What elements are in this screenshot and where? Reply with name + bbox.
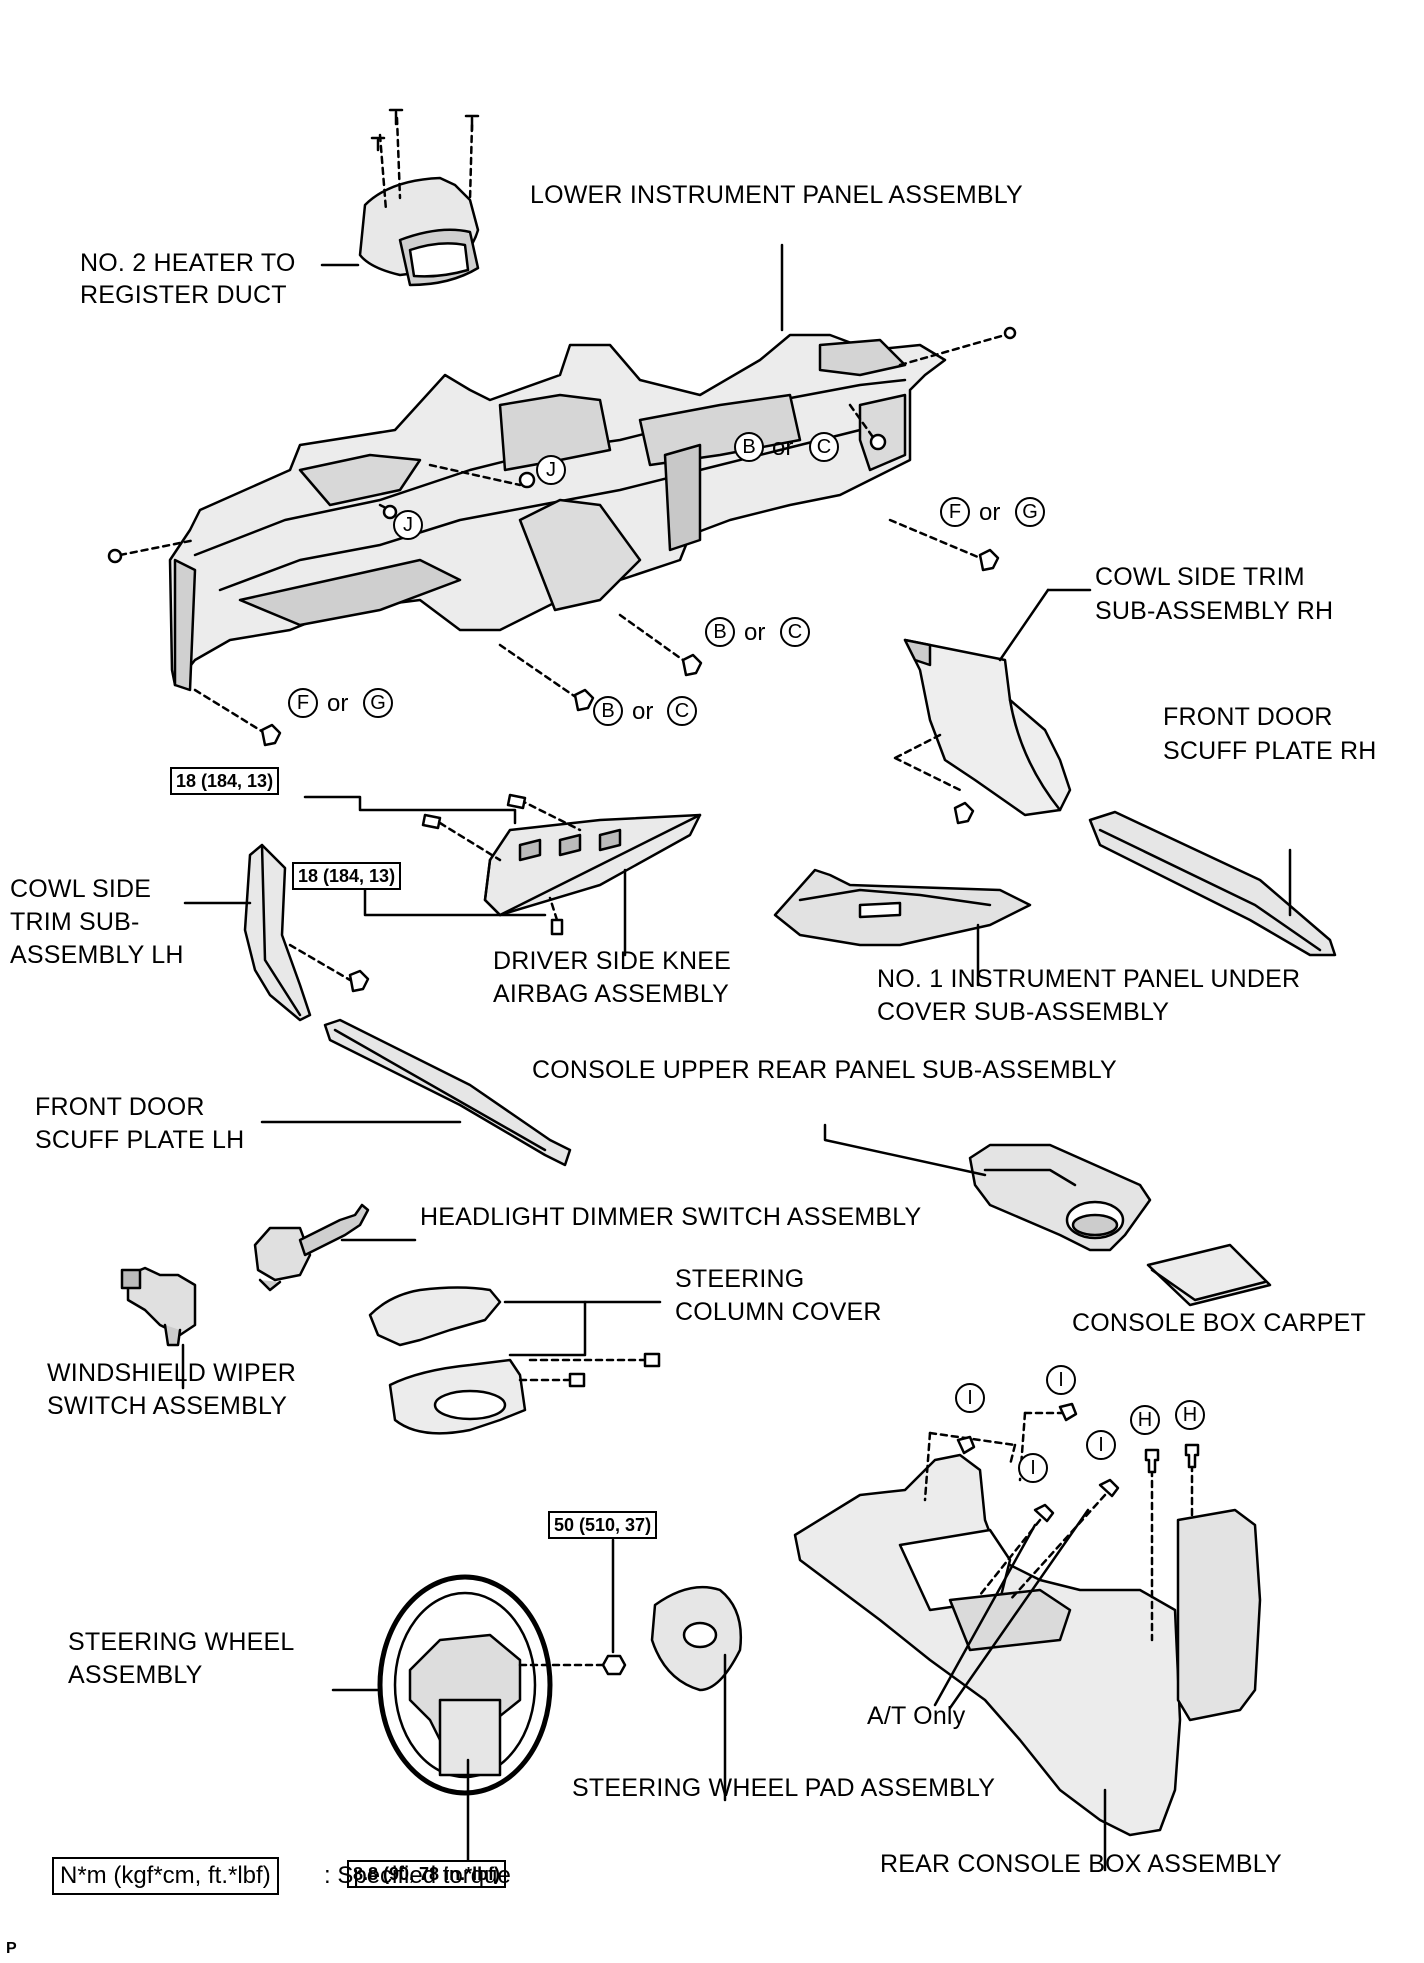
- or-text: or: [327, 690, 349, 717]
- fastener-tag-i: I: [1046, 1365, 1076, 1395]
- or-text: or: [772, 434, 794, 461]
- heater-duct-drawing: [358, 176, 480, 287]
- cowl-side-trim-rh-drawing: [903, 638, 1072, 817]
- fastener-tag-c: C: [809, 432, 839, 462]
- label-cowl-lh-line1: COWL SIDE: [10, 875, 152, 903]
- headlight-switch-drawing: [253, 1203, 370, 1292]
- scuff-plate-lh-drawing: [323, 1018, 572, 1167]
- column-cover-leader: [503, 1300, 587, 1357]
- under-cover-drawing: [773, 868, 1032, 947]
- lower-panel-screw-lines: [118, 333, 1007, 737]
- fastener-tag-b: B: [705, 617, 735, 647]
- label-scuff-rh-line1: FRONT DOOR: [1163, 703, 1333, 731]
- label-console-upper-rear: CONSOLE UPPER REAR PANEL SUB-ASSEMBLY: [532, 1056, 1117, 1084]
- label-knee-airbag-line1: DRIVER SIDE KNEE: [493, 947, 731, 975]
- fastener-tag-c: C: [780, 617, 810, 647]
- scuff-plate-rh-drawing: [1088, 810, 1337, 957]
- steering-column-cover-drawing: [368, 1286, 527, 1435]
- torque-steering-wheel-screw: 8.8 (90, 78 in.*lbf): [347, 1860, 507, 1888]
- console-upper-rear-drawing: [968, 1143, 1152, 1252]
- legend-torque-units: N*m (kgf*cm, ft.*lbf): [52, 1857, 279, 1895]
- heater-duct-screws: [370, 108, 480, 152]
- lower-panel-screws: [107, 326, 1017, 747]
- label-heater-duct-line2: REGISTER DUCT: [80, 281, 287, 309]
- label-scuff-rh-line2: SCUFF PLATE RH: [1163, 737, 1377, 765]
- torque-upper-leader: [303, 795, 517, 825]
- steering-wheel-pad-drawing: [650, 1585, 742, 1692]
- label-steering-pad: STEERING WHEEL PAD ASSEMBLY: [572, 1774, 996, 1802]
- label-steering-wheel-line2: ASSEMBLY: [68, 1661, 203, 1689]
- label-console-box-carpet: CONSOLE BOX CARPET: [1072, 1309, 1366, 1337]
- cowl-rh-screw-lines: [893, 733, 962, 792]
- cowl-side-trim-lh-drawing: [243, 843, 312, 1022]
- label-column-cover-line1: STEERING: [675, 1265, 805, 1293]
- fastener-tag-i: I: [1086, 1430, 1116, 1460]
- label-wiper-line1: WINDSHIELD WIPER: [47, 1359, 297, 1387]
- torque-lower-leader: [363, 878, 547, 917]
- fastener-tag-b: B: [734, 432, 764, 462]
- figure-code: P: [6, 1940, 17, 1957]
- label-rear-console-box: REAR CONSOLE BOX ASSEMBLY: [880, 1850, 1282, 1878]
- label-cowl-rh-line2: SUB-ASSEMBLY RH: [1095, 597, 1334, 625]
- console-box-carpet-drawing: [1146, 1243, 1272, 1307]
- label-wiper-line2: SWITCH ASSEMBLY: [47, 1392, 288, 1420]
- torque-knee-airbag-lower: 18 (184, 13): [292, 862, 402, 890]
- fastener-tag-g: G: [1015, 497, 1045, 527]
- label-steering-wheel-line1: STEERING WHEEL: [68, 1628, 295, 1656]
- or-text: or: [632, 698, 654, 725]
- at-only-leaders: [933, 1508, 1090, 1710]
- or-text: or: [744, 619, 766, 646]
- cowl-lh-clip: [348, 969, 370, 993]
- label-cowl-lh-line2: TRIM SUB-: [10, 908, 140, 936]
- label-under-cover-line1: NO. 1 INSTRUMENT PANEL UNDER: [877, 965, 1301, 993]
- legend-torque-meaning: : Specified torque: [324, 1862, 511, 1889]
- heater-duct-screw-lines: [378, 116, 474, 212]
- knee-airbag-bolts: [421, 793, 564, 936]
- fastener-tag-f: F: [288, 688, 318, 718]
- fastener-tag-b: B: [593, 696, 623, 726]
- knee-airbag-drawing: [483, 813, 702, 917]
- fastener-tag-c: C: [667, 696, 697, 726]
- label-cowl-lh-line3: ASSEMBLY LH: [10, 941, 184, 969]
- fastener-tag-h: H: [1175, 1400, 1205, 1430]
- label-scuff-lh-line1: FRONT DOOR: [35, 1093, 205, 1121]
- label-at-only: A/T Only: [867, 1702, 966, 1730]
- fastener-tag-j: J: [393, 510, 423, 540]
- or-text: or: [979, 499, 1001, 526]
- fastener-tag-i: I: [1018, 1453, 1048, 1483]
- fastener-tag-h: H: [1130, 1405, 1160, 1435]
- fastener-tag-j: J: [536, 455, 566, 485]
- rear-console-screws: [956, 1402, 1200, 1523]
- column-cover-screws: [568, 1352, 661, 1388]
- rear-console-box-drawing: [793, 1453, 1262, 1837]
- cowl-rh-clip: [953, 801, 975, 825]
- label-headlight-switch: HEADLIGHT DIMMER SWITCH ASSEMBLY: [420, 1203, 922, 1231]
- torque-knee-airbag-upper: 18 (184, 13): [170, 767, 280, 795]
- lower-instrument-panel-drawing: [168, 333, 947, 692]
- knee-airbag-bolt-lines: [438, 798, 582, 922]
- label-under-cover-line2: COVER SUB-ASSEMBLY: [877, 998, 1170, 1026]
- console-upper-leader: [823, 1123, 987, 1177]
- steering-wheel-drawing: [377, 1574, 553, 1796]
- cowl-lh-clip-line: [288, 943, 352, 982]
- torque-steering-wheel-nut: 50 (510, 37): [548, 1511, 658, 1539]
- label-heater-duct-line1: NO. 2 HEATER TO: [80, 249, 296, 277]
- label-column-cover-line2: COLUMN COVER: [675, 1298, 882, 1326]
- label-cowl-rh-line1: COWL SIDE TRIM: [1095, 563, 1305, 591]
- fastener-tag-i: I: [955, 1383, 985, 1413]
- cowl-rh-leader: [998, 588, 1050, 662]
- fastener-tag-g: G: [363, 688, 393, 718]
- label-knee-airbag-line2: AIRBAG ASSEMBLY: [493, 980, 729, 1008]
- label-lower-instrument-panel: LOWER INSTRUMENT PANEL ASSEMBLY: [530, 181, 1023, 209]
- fastener-tag-f: F: [940, 497, 970, 527]
- steering-wheel-nut: [601, 1654, 627, 1676]
- wiper-switch-drawing: [120, 1266, 197, 1347]
- label-scuff-lh-line2: SCUFF PLATE LH: [35, 1126, 245, 1154]
- column-cover-screw-lines: [518, 1358, 647, 1382]
